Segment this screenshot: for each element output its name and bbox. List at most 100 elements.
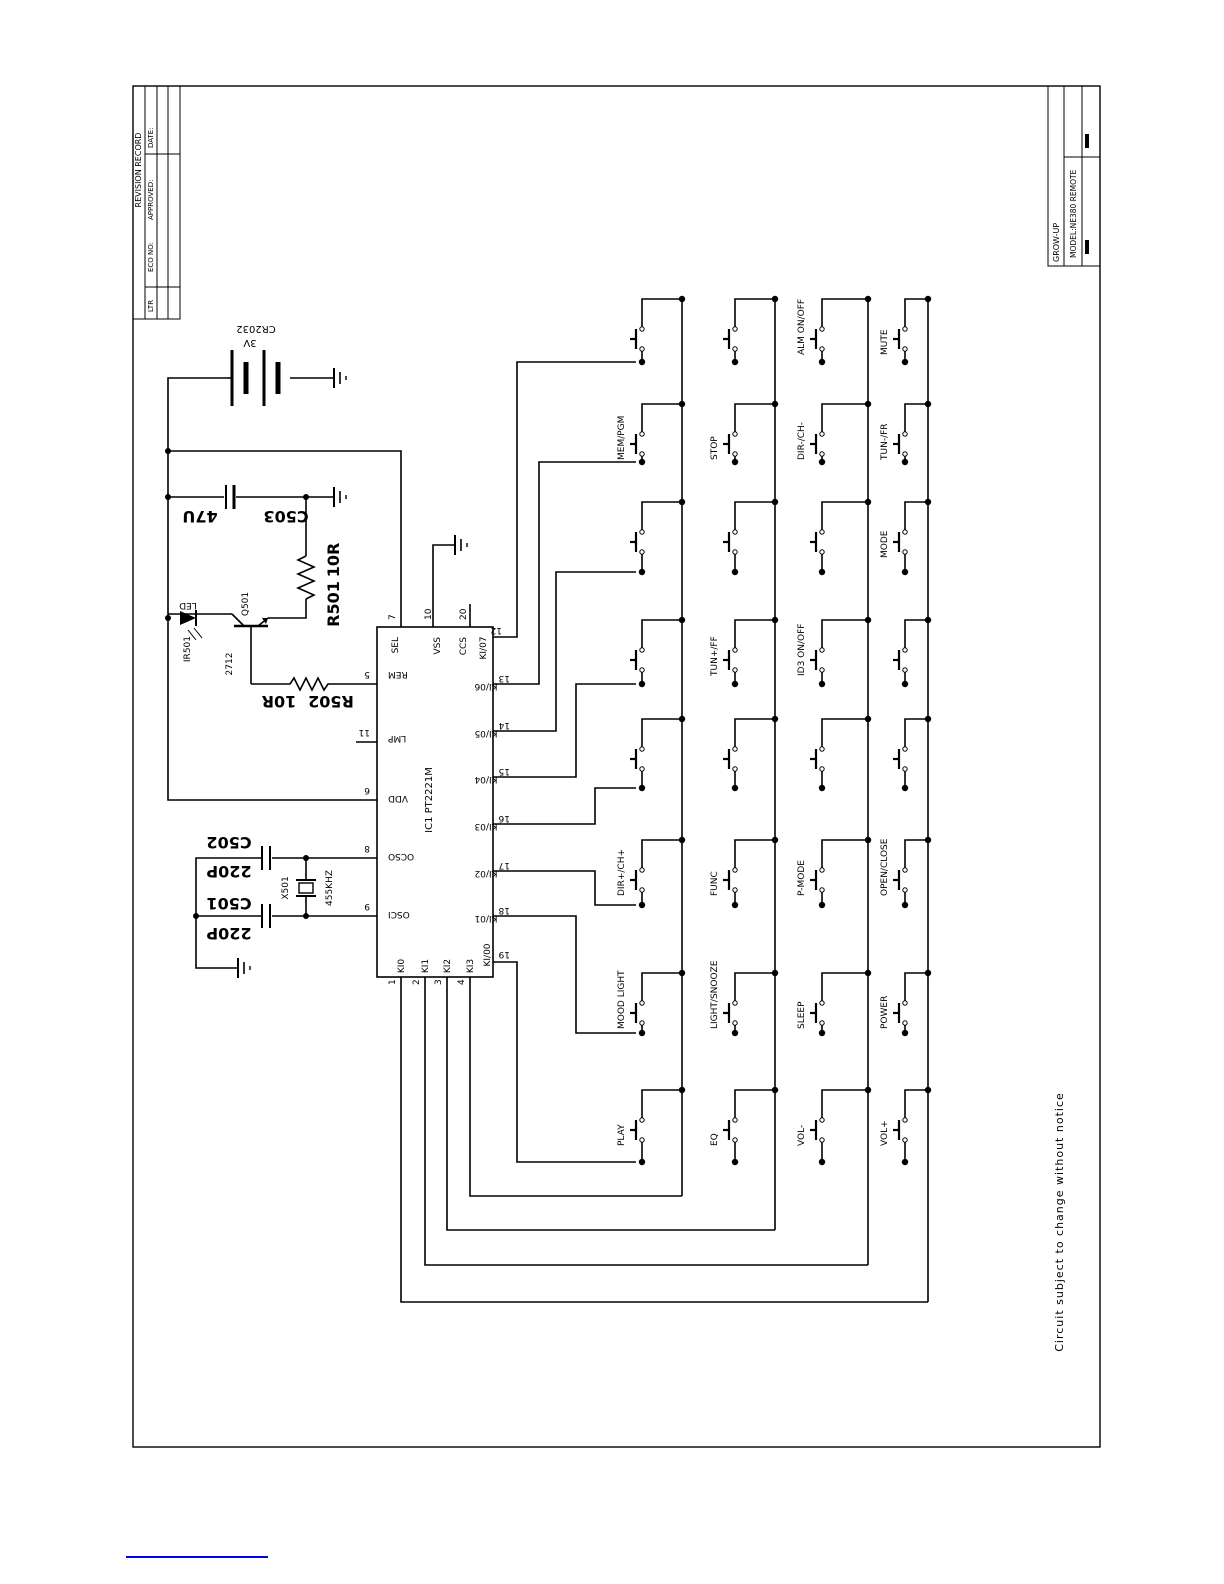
c503-val: 47U [182, 507, 217, 526]
key-switch [723, 616, 779, 688]
key-switch [810, 295, 872, 366]
key-switch [630, 498, 686, 576]
r501-ref: R501 [324, 581, 343, 627]
key-switch [723, 836, 779, 909]
pin-ki06-num: 13 [499, 673, 510, 683]
title-block: GROW-UP MODEL:NE380 REMOTE [1047, 85, 1101, 267]
pin-ki06-name: KI/06 [474, 681, 497, 691]
key-label: PLAY [617, 1124, 627, 1146]
key-label: DIR-/CH- [797, 422, 807, 460]
key-label: FUNC [710, 871, 720, 896]
pin-ccs-num: 20 [459, 608, 469, 620]
pin-ki1-num: 2 [412, 979, 422, 985]
c502-ref: C502 [206, 833, 251, 852]
key-label: MOOD LIGHT [617, 970, 627, 1029]
key-switch [810, 1086, 872, 1166]
ic-pt2221m: IC1 PT2221M [376, 535, 494, 978]
r501-val: 10R [324, 543, 343, 578]
key-label: VOL- [797, 1125, 807, 1146]
pin-ki2-name: KI2 [443, 959, 453, 973]
pin-ki1-name: KI1 [421, 959, 431, 973]
key-switch [810, 616, 872, 688]
key-switch [723, 295, 779, 366]
c502-val: 220P [206, 862, 251, 881]
pin-ki00-name: KI/00 [483, 943, 493, 966]
key-label: TUN-/FR [880, 423, 890, 461]
pin-ki00-num: 19 [498, 949, 510, 959]
revision-record-block: REVISION RECORD LTR ECO NO: APPROVED: DA… [132, 85, 181, 320]
key-switch [893, 1086, 932, 1166]
key-label: POWER [880, 996, 890, 1029]
key-switch [893, 295, 932, 366]
key-label: LIGHT/SNOOZE [710, 960, 720, 1029]
key-switch [630, 969, 686, 1037]
key-label: STOP [710, 436, 720, 460]
ic-pin-labels: SEL 7 REM 5 LMP 11 VDD 6 OCSO 8 OSCI 9 V… [359, 608, 510, 985]
pin-ki01-name: KI/01 [474, 913, 497, 923]
key-switch [723, 715, 779, 792]
pin-ki0-name: KI0 [397, 959, 407, 974]
power-section: 3V CR2032 C503 47U R501 10R Q501 2712 [165, 323, 402, 801]
pin-ki01-num: 18 [498, 905, 510, 915]
pin-ki05-name: KI/05 [474, 728, 497, 738]
key-label: MODE [880, 530, 890, 558]
key-switch [810, 498, 872, 576]
key-switch [630, 836, 686, 909]
key-switch [630, 616, 686, 688]
r502-ref: R502 [308, 692, 354, 711]
ir501-ref: IR501 [183, 636, 193, 662]
pin-sel-name: SEL [391, 637, 401, 653]
key-label: SLEEP [797, 1001, 807, 1029]
key-label: ALM ON/OFF [797, 299, 807, 355]
key-label: MUTE [880, 329, 890, 355]
key-label: VOL+ [880, 1120, 890, 1146]
pin-lmp-name: LMP [387, 733, 406, 743]
key-label: OPEN/CLOSE [880, 838, 890, 896]
pin-ki3-num: 4 [457, 979, 467, 985]
pin-lmp-num: 11 [359, 727, 370, 737]
q501-val: 2712 [225, 653, 235, 676]
revision-approved: APPROVED: [147, 180, 155, 220]
key-switch [893, 836, 932, 909]
pin-ki07-num: 12 [491, 625, 502, 635]
revision-date: DATE: [147, 127, 155, 148]
pin-ki02-num: 17 [499, 860, 510, 870]
r502-val: 10R [262, 692, 297, 711]
revision-title: REVISION RECORD [134, 133, 143, 208]
key-switch [723, 969, 779, 1037]
key-switch [893, 715, 932, 792]
oscillator-section: X501 455KHZ C502 220P C501 220P [193, 833, 377, 978]
ir501-val: LED [179, 600, 197, 610]
pin-ki0-num: 1 [388, 979, 398, 985]
model-name: MODEL:NE380 REMOTE [1069, 169, 1078, 258]
c501-val: 220P [206, 924, 251, 943]
key-switch [723, 498, 779, 576]
battery-type: CR2032 [236, 323, 275, 334]
key-switch [723, 1086, 779, 1166]
pin-ki02-name: KI/02 [474, 868, 497, 878]
pin-vdd-name: VDD [388, 793, 408, 803]
pin-vss-num: 10 [424, 608, 434, 620]
company-name: GROW-UP [1052, 223, 1061, 262]
key-switch [893, 400, 932, 466]
pin-sel-num: 7 [388, 614, 398, 620]
x501-ref: X501 [281, 876, 291, 899]
key-switch [723, 400, 779, 466]
pin-ki04-name: KI/04 [474, 774, 497, 784]
key-label: TUN+/FF [710, 636, 720, 677]
pin-ki03-num: 16 [498, 813, 510, 823]
pin-osci-num: 9 [364, 901, 370, 911]
key-switch [810, 969, 872, 1037]
pin-ocso-name: OCSO [388, 851, 414, 861]
x501-val: 455KHZ [325, 870, 335, 906]
pin-vdd-num: 6 [364, 785, 370, 795]
key-switch [630, 400, 686, 466]
key-label: ID3 ON/OFF [797, 624, 807, 676]
key-switch [810, 715, 872, 792]
revision-ltr: LTR [147, 300, 155, 312]
c503-ref: C503 [263, 507, 308, 526]
key-switch [893, 969, 932, 1037]
key-switch [630, 1086, 686, 1166]
